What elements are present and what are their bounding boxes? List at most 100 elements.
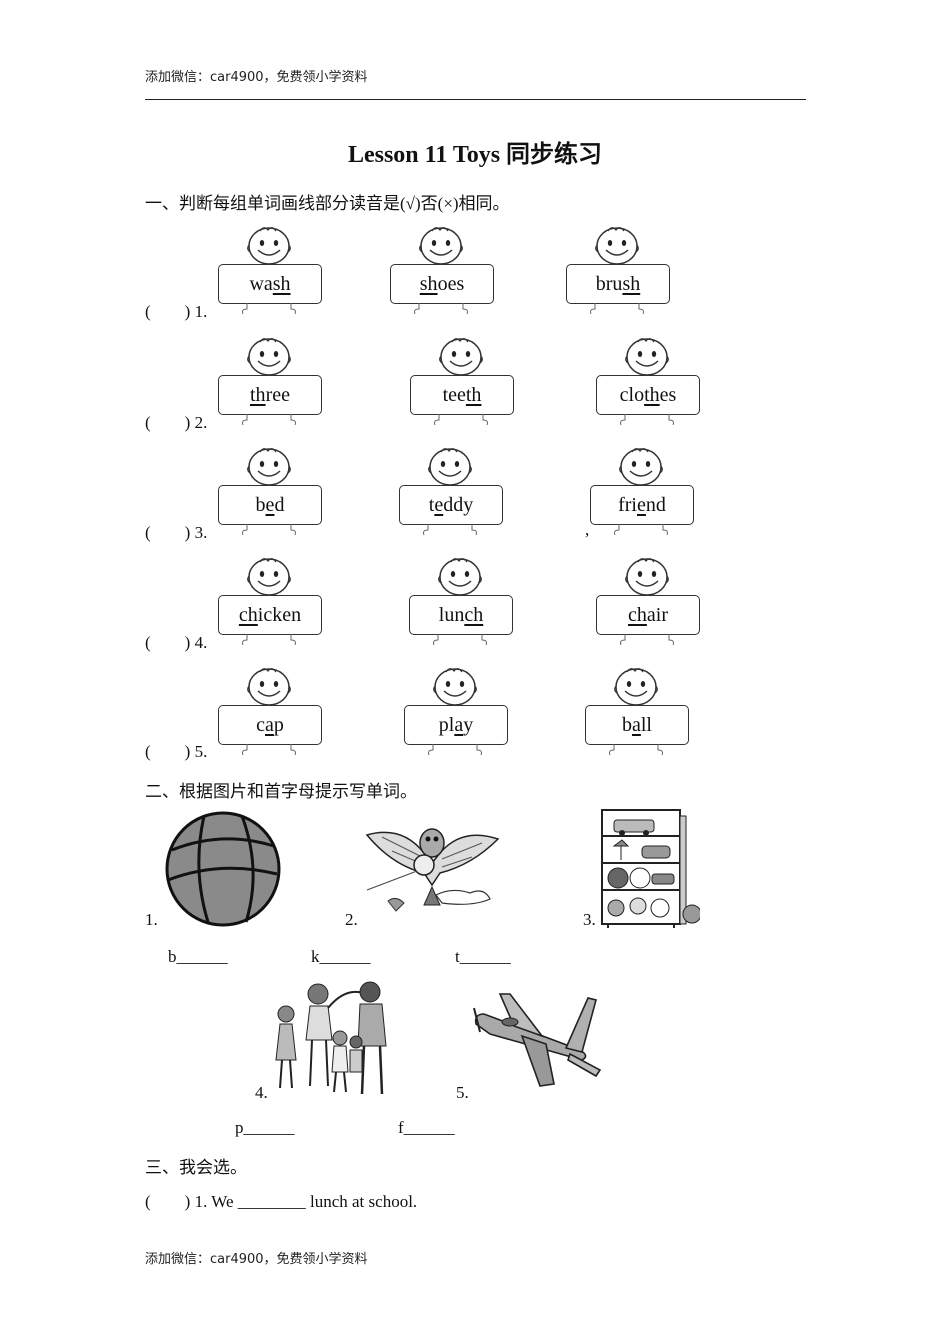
smiley-face-icon (246, 446, 292, 486)
feet-icon (429, 413, 493, 426)
underlined-letters: ch (238, 603, 258, 626)
family-play-icon (275, 981, 387, 1095)
answer-blank-4[interactable]: p______ (235, 1118, 295, 1137)
underlined-letters: th (644, 383, 660, 406)
feet-icon (237, 413, 301, 426)
question-number: ( ) 1. (145, 302, 208, 321)
underlined-letters: ch (628, 603, 647, 626)
underlined-letters: a (631, 713, 641, 736)
feet-icon (409, 302, 473, 315)
feet-icon (585, 302, 649, 315)
section2-heading: 二、根据图片和首字母提示写单词。 (145, 782, 417, 801)
underlined-letters: sh (419, 272, 438, 295)
pic1-number: 1. (145, 910, 158, 929)
footer-note: 添加微信：car4900，免费领小学资料 (145, 1252, 368, 1267)
question-number: ( ) 2. (145, 413, 208, 432)
question-number: ( ) 3. (145, 523, 208, 542)
smiley-face-icon (438, 336, 484, 376)
pic2-number: 2. (345, 910, 358, 929)
feet-icon (237, 633, 301, 646)
question-number: ( ) 4. (145, 633, 208, 652)
feet-icon (604, 743, 668, 756)
answer-blank-2[interactable]: k______ (311, 947, 371, 966)
smiley-face-icon (432, 666, 478, 706)
underlined-letters: th (250, 383, 266, 406)
smiley-face-icon (618, 446, 664, 486)
underlined-letters: sh (622, 272, 641, 295)
pic5-number: 5. (456, 1083, 469, 1102)
feet-icon (237, 302, 301, 315)
underlined-letters: e (265, 493, 275, 516)
plane-icon (473, 993, 602, 1087)
smiley-face-icon (613, 666, 659, 706)
section1-heading: 一、判断每组单词画线部分读音是(√)否(×)相同。 (145, 194, 510, 213)
smiley-face-icon (594, 225, 640, 265)
section3-heading: 三、我会选。 (145, 1158, 247, 1177)
header-note: 添加微信：car4900，免费领小学资料 (145, 70, 368, 85)
ball-icon (165, 811, 281, 927)
answer-blank-3[interactable]: t______ (455, 947, 511, 966)
choice-question-1: ( ) 1. We ________ lunch at school. (145, 1192, 418, 1211)
underlined-letters: ch (464, 603, 484, 626)
answer-blank-1[interactable]: b______ (168, 947, 228, 966)
stray-comma: , (585, 520, 590, 539)
kite-icon (365, 828, 500, 912)
smiley-face-icon (418, 225, 464, 265)
feet-icon (237, 523, 301, 536)
question-number: ( ) 5. (145, 742, 208, 761)
smiley-face-icon (246, 556, 292, 596)
smiley-face-icon (624, 556, 670, 596)
underlined-letters: a (454, 713, 464, 736)
smiley-face-icon (246, 225, 292, 265)
toy-shelf-icon (601, 809, 700, 928)
smiley-face-icon (437, 556, 483, 596)
page-title: Lesson 11 Toys 同步练习 (347, 142, 603, 168)
underlined-letters: sh (272, 272, 291, 295)
answer-blank-5[interactable]: f______ (398, 1118, 455, 1137)
underlined-letters: e (434, 493, 444, 516)
pic3-number: 3. (583, 910, 596, 929)
underlined-letters: a (265, 713, 274, 736)
smiley-face-icon (427, 446, 473, 486)
feet-icon (237, 743, 301, 756)
underlined-letters: e (637, 493, 646, 516)
header-divider (145, 99, 806, 100)
feet-icon (418, 523, 482, 536)
feet-icon (423, 743, 487, 756)
feet-icon (615, 413, 679, 426)
smiley-face-icon (624, 336, 670, 376)
feet-icon (615, 633, 679, 646)
smiley-face-icon (246, 336, 292, 376)
feet-icon (609, 523, 673, 536)
pic4-number: 4. (255, 1083, 268, 1102)
feet-icon (428, 633, 492, 646)
